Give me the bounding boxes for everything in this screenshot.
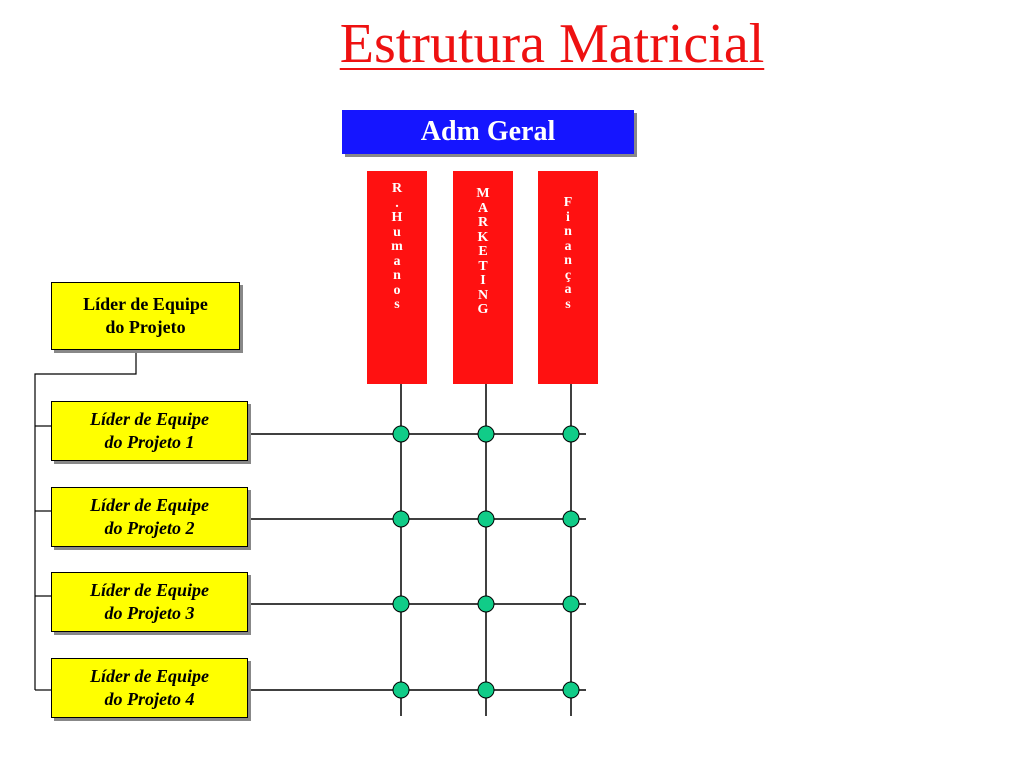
dept-letter: a [564,238,572,254]
main-leader-line1: Líder de Equipe [83,293,208,314]
dept-letter: F [563,195,573,210]
node [392,595,410,613]
project-leader-2: Líder de Equipe do Projeto 2 [51,487,248,547]
dept-letter: a [393,253,401,269]
dept-letter: T [478,258,488,274]
dept-letter: n [393,268,401,283]
dept-letter: H [391,210,403,225]
dept-letter: M [476,186,490,201]
project-leader-1: Líder de Equipe do Projeto 1 [51,401,248,461]
dept-letter: i [566,209,570,225]
node [562,510,580,528]
node [562,681,580,699]
project-leader-line1: Líder de Equipe [90,665,209,686]
adm-geral-box: Adm Geral [342,110,634,154]
dept-letter: s [565,296,571,312]
dept-letter: N [477,287,489,303]
node [392,681,410,699]
node [477,510,495,528]
project-leader-line2: do Projeto 3 [104,603,195,623]
dept-letter: n [564,253,572,268]
tree-connector [34,350,137,690]
dept-letter: A [477,200,489,216]
project-leader-line1: Líder de Equipe [90,408,209,429]
dept-letter: E [478,244,488,259]
dept-letter: a [564,282,572,297]
dept-letter: . [395,195,399,211]
dept-letter: R [391,181,403,196]
node [392,425,410,443]
node [477,681,495,699]
dept-letter: o [393,282,401,298]
dept-letter: R [477,215,489,230]
node [477,425,495,443]
project-leader-line1: Líder de Equipe [90,579,209,600]
project-leader-line1: Líder de Equipe [90,494,209,515]
dept-letter: G [477,302,489,317]
project-leader-line2: do Projeto 4 [104,689,195,709]
dept-letter: n [564,224,572,239]
project-leader-line2: do Projeto 1 [104,432,195,452]
dept-letter: s [394,297,400,312]
project-leader-line2: do Projeto 2 [104,518,195,538]
dept-letter: I [480,273,486,288]
node [477,595,495,613]
node [392,510,410,528]
page-title: Estrutura Matricial [339,13,765,75]
dept-letter: u [393,224,401,240]
project-leader-4: Líder de Equipe do Projeto 4 [51,658,248,718]
dept-letter: m [391,239,403,254]
dept-letter: ç [564,267,572,283]
dept-letter: K [477,229,489,245]
main-leader-line2: do Projeto [105,317,186,337]
main-leader-box: Líder de Equipe do Projeto [51,282,240,350]
node [562,425,580,443]
node [562,595,580,613]
project-leader-3: Líder de Equipe do Projeto 3 [51,572,248,632]
